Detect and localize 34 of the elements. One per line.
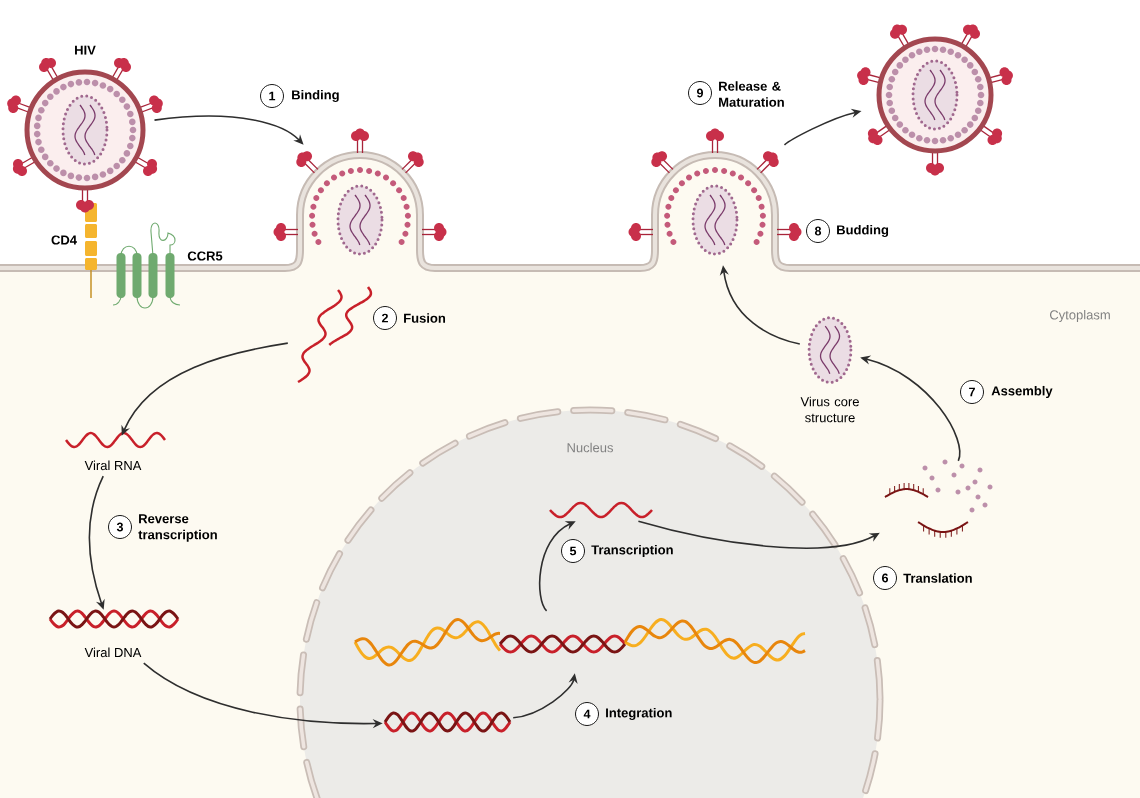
budding-virus-drawing (273, 128, 447, 256)
step-label: Integration (606, 707, 672, 721)
rna-strand-drawing (297, 286, 373, 384)
mrna-drawing (549, 501, 653, 519)
budding-virus-drawing (628, 128, 802, 256)
receptor-label: CD4 (51, 235, 77, 245)
callout-number: 3 (108, 515, 132, 539)
protein-drawing (884, 459, 993, 539)
node-label: HIV (75, 45, 96, 55)
callout-number: 8 (806, 219, 830, 243)
receptor-label: CCR5 (187, 251, 223, 261)
step-label: Translation (903, 573, 972, 583)
viral-rna-drawing: Viral RNA (65, 431, 166, 471)
region-label: Cytoplasm (1049, 309, 1110, 323)
callout-number: 4 (575, 702, 599, 726)
step-label: Release & Maturation (719, 81, 784, 107)
callout-number: 6 (873, 566, 897, 590)
callout-number: 1 (260, 84, 284, 108)
callout-number: 5 (561, 539, 585, 563)
virus-drawing: HIV (7, 45, 163, 213)
integrated-dna-drawing (353, 618, 806, 667)
step-label: Fusion (404, 313, 445, 323)
step-label: Budding (837, 224, 889, 238)
virus-drawing (857, 24, 1013, 176)
step-label: Reverse transcription (138, 514, 217, 542)
callout-number: 9 (688, 81, 712, 105)
step-label: Transcription (591, 544, 673, 558)
viral-dna-drawing: Viral DNA (48, 609, 180, 658)
arrow (153, 115, 304, 145)
callout-number: 2 (373, 306, 397, 330)
dna-drawing (383, 711, 512, 733)
callout-number: 7 (960, 380, 984, 404)
step-label: Binding (292, 89, 339, 103)
step-label: Assembly (991, 385, 1053, 399)
